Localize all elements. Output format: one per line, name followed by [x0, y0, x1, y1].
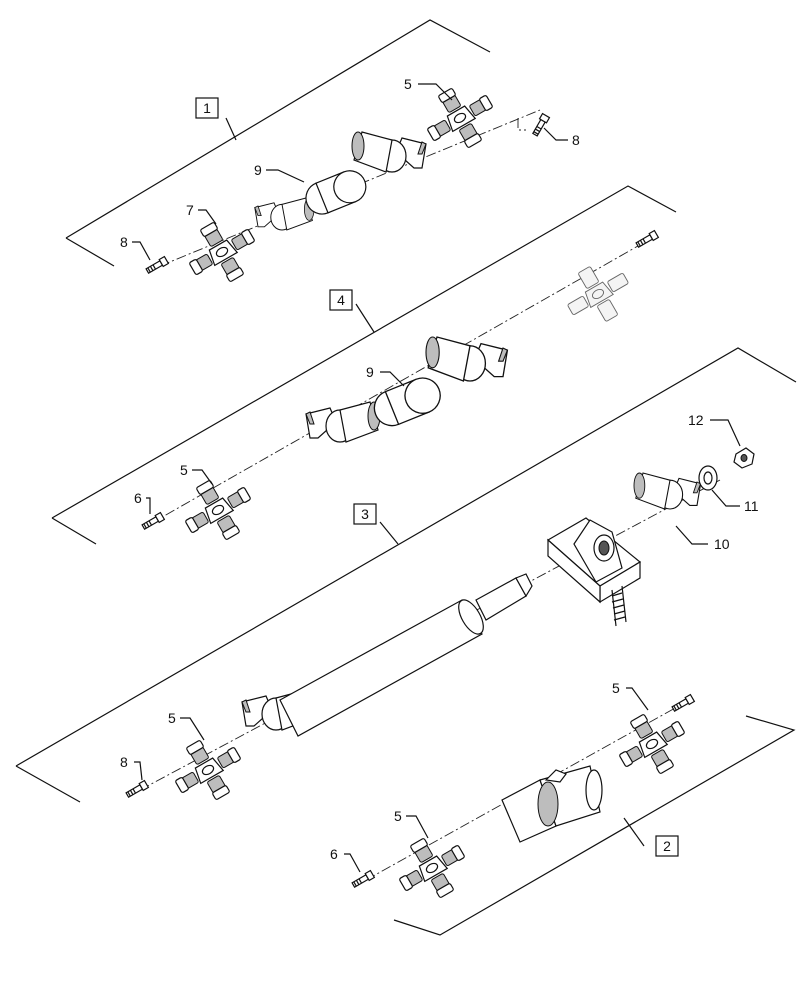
- pillow-block-bearing-part: [546, 517, 642, 627]
- bearing-part: [368, 372, 447, 432]
- yoke-part: [305, 401, 381, 443]
- callout-number: 5: [404, 76, 412, 92]
- assembly-label-2: 2: [663, 838, 671, 854]
- section-frame-4: [51, 185, 677, 545]
- bolt-part: [144, 255, 169, 276]
- shaft-part: [279, 573, 533, 737]
- callout-number: 8: [120, 754, 128, 770]
- nut-part: [733, 447, 755, 469]
- universal-joint-part: [414, 74, 506, 162]
- bolt-part: [634, 229, 659, 250]
- section-2-parts: [350, 693, 698, 912]
- assembly-box-2: [655, 835, 679, 857]
- flange-yoke-part: [633, 472, 702, 510]
- callout-number: 10: [714, 536, 730, 552]
- callout-number: 9: [254, 162, 262, 178]
- bolt-part: [670, 693, 695, 714]
- bolt-part: [530, 113, 551, 138]
- bolt-part: [140, 511, 165, 532]
- universal-joint-part: [176, 208, 268, 296]
- callout-number: 5: [180, 462, 188, 478]
- assembly-box-3: [353, 503, 377, 525]
- bolt-part: [124, 779, 149, 800]
- washer-part: [698, 465, 718, 491]
- callout-number: 6: [134, 490, 142, 506]
- yoke-part: [351, 131, 427, 173]
- callout-number: 5: [394, 808, 402, 824]
- universal-joint-part: [606, 700, 698, 788]
- leader-lines: [132, 83, 741, 873]
- assembly-label-1: 1: [203, 100, 211, 116]
- callout-number: 7: [186, 202, 194, 218]
- section-3-parts: [124, 447, 755, 814]
- section-1-parts: [144, 74, 551, 296]
- callout-number: 6: [330, 846, 338, 862]
- bearing-part: [300, 165, 372, 220]
- callout-number: 12: [688, 412, 704, 428]
- universal-joint-part: [172, 466, 264, 554]
- assembly-box-1: [195, 97, 219, 119]
- section-frame-1: [65, 19, 491, 267]
- callout-number: 5: [168, 710, 176, 726]
- assembly-label-3: 3: [361, 506, 369, 522]
- bolt-part: [350, 869, 375, 890]
- assembly-box-4: [329, 289, 353, 311]
- callout-number: 9: [366, 364, 374, 380]
- section-4-parts: [140, 229, 659, 554]
- universal-joint-faint-part: [555, 253, 641, 335]
- section-frame-3: [15, 347, 797, 803]
- section-frame-2: [393, 715, 796, 936]
- callout-number: 8: [572, 132, 580, 148]
- callout-number: 8: [120, 234, 128, 250]
- universal-joint-part: [386, 824, 478, 912]
- yoke-part: [254, 197, 315, 231]
- assembly-label-4: 4: [337, 292, 345, 308]
- double-yoke-part: [501, 765, 603, 843]
- callout-number: 5: [612, 680, 620, 696]
- callout-number: 11: [744, 498, 759, 514]
